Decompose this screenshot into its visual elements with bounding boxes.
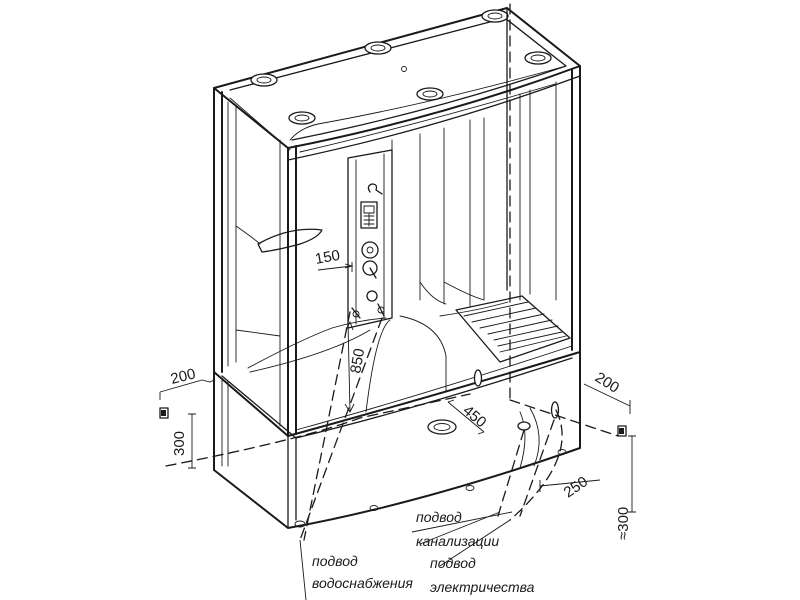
roof-light-icon [481,9,509,23]
roof-light-icon [288,111,316,125]
jet-icon [427,419,457,435]
dim-300-left: 300 [171,431,188,456]
shower-holder-icon [367,183,383,195]
sewer-label-line1: подвод [416,509,462,525]
tub-base [213,301,581,529]
drain-icon [550,401,560,419]
seat-slats [455,295,571,363]
power-label-line1: подвод [430,555,476,571]
dimension-lines [159,262,636,600]
water-supply-label-line2: водоснабжения [312,575,413,591]
mixer-knob-icon [361,241,379,259]
overflow-icon [473,369,483,387]
wall-socket-right-icon [617,425,627,437]
faucet-icon [351,303,385,319]
roof-light-icons [250,9,552,125]
water-supply-label-line1: подвод [312,553,358,569]
roof-light-icon [364,41,392,55]
roof-light-icon [416,87,444,101]
control-panel [257,149,393,329]
dim-150: 150 [314,247,342,268]
dim-200-right: 200 [592,369,622,397]
dim-850: 850 [347,347,368,375]
display-keypad-icon [360,201,378,229]
cabin-frame [213,7,581,437]
drain-icons [473,369,560,431]
dim-250: 250 [561,473,591,501]
dim-300-right: ≈300 [615,507,632,540]
sewer-label-line2: канализации [416,533,499,549]
wall-socket-left-icon [159,407,169,419]
roof-light-icon [250,73,278,87]
side-shelf-icon [257,228,323,253]
drain-icon [517,421,531,431]
mixer-lever-icon [362,260,378,279]
dim-450: 450 [459,402,489,431]
power-label-line2: электричества [430,579,535,595]
roof-light-icon [524,51,552,65]
dim-200-left: 200 [169,365,197,388]
outlet-icon [366,290,378,302]
roof-vent-icon [401,66,407,72]
connection-dashes [165,3,619,541]
